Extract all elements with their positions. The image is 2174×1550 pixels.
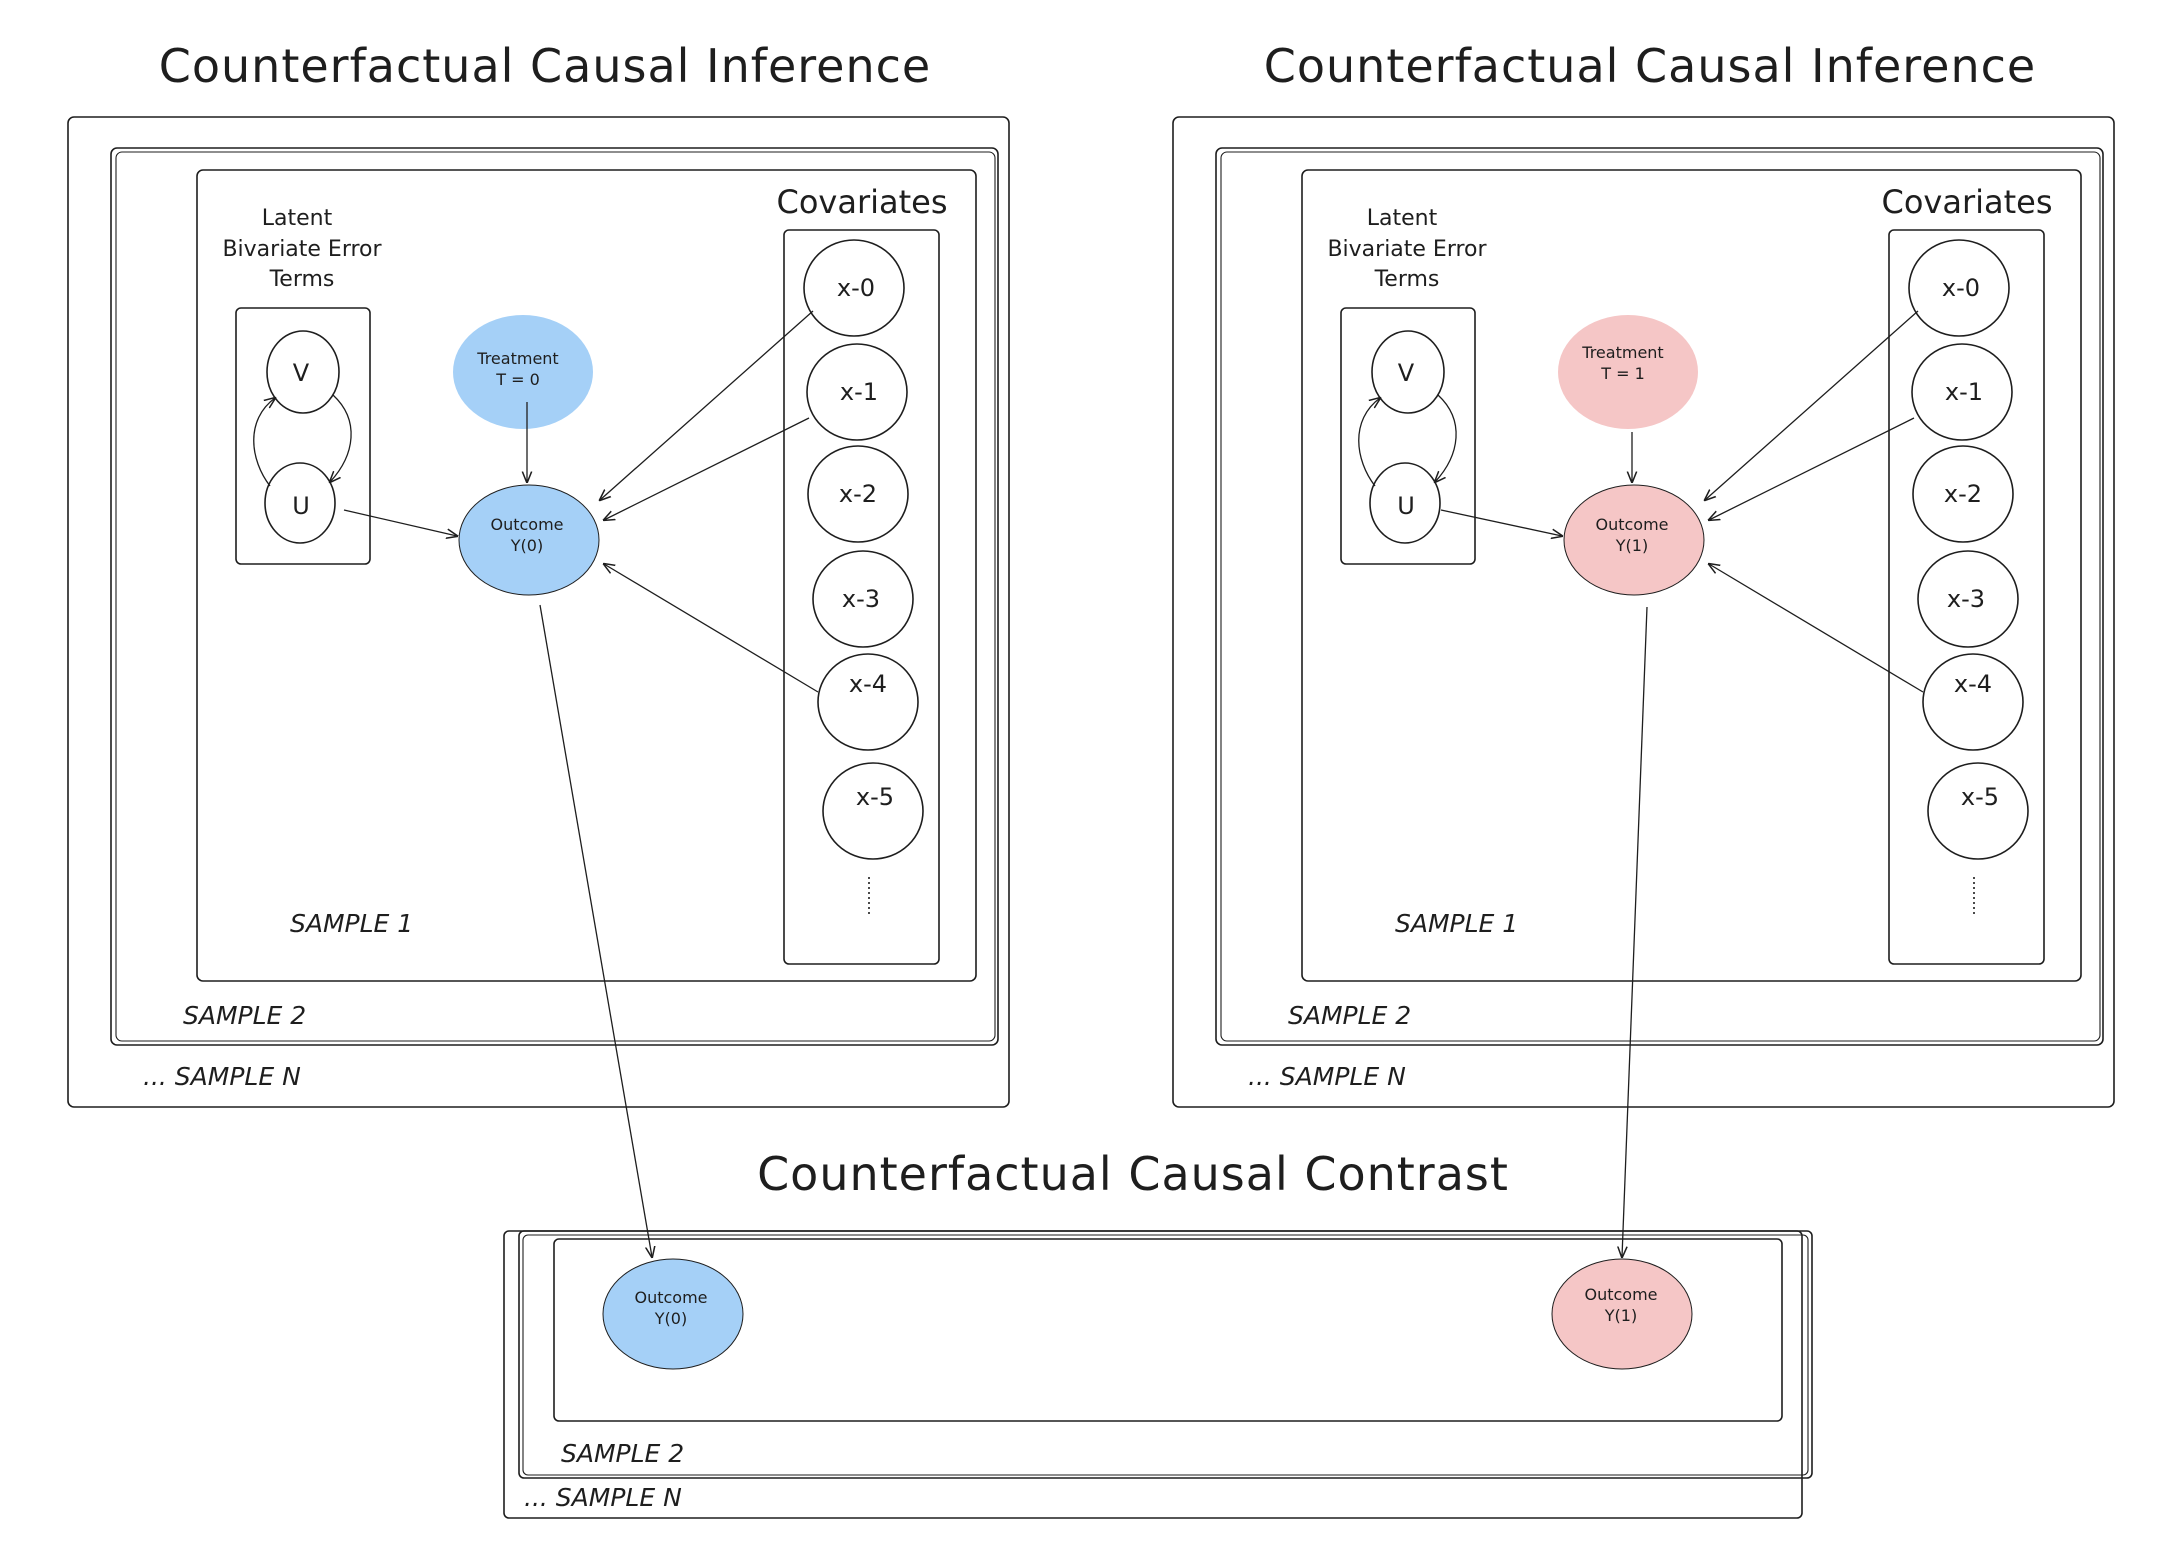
latent-label: Latent: [1367, 206, 1438, 231]
sample-n-frame: [1172, 116, 2115, 1108]
svg-text:x-1: x-1: [840, 378, 878, 406]
title-bottom: Counterfactual Causal Contrast: [757, 1147, 1509, 1201]
sample-1-label: SAMPLE 1: [1395, 909, 1518, 938]
svg-text:Outcome: Outcome: [634, 1288, 707, 1307]
arrow-v-u: [1435, 394, 1457, 482]
sample-2-frame: [110, 147, 999, 1046]
svg-text:Terms: Terms: [269, 267, 335, 292]
sample-2-label: SAMPLE 2: [1288, 1001, 1411, 1030]
contrast-inner-frame: [553, 1238, 1783, 1422]
covariate-x3: x-3: [1917, 550, 2019, 648]
sample-n-label: ... SAMPLE N: [1248, 1062, 1406, 1091]
sample-1-label: SAMPLE 1: [290, 909, 413, 938]
contrast-sample-2-label: SAMPLE 2: [561, 1439, 684, 1468]
arrow-v-u: [330, 394, 352, 482]
arrow-x0-outcome: [1705, 310, 1919, 500]
svg-text:Treatment: Treatment: [1581, 343, 1663, 362]
svg-text:Outcome: Outcome: [1584, 1285, 1657, 1304]
arrow-x4-outcome: [604, 564, 819, 693]
arrow-x4-outcome: [1709, 564, 1924, 693]
panel-right: Latent Bivariate Error Terms V U Treatme…: [1172, 116, 2115, 1108]
svg-text:x-2: x-2: [839, 480, 877, 508]
treatment-node: [453, 315, 593, 429]
arrow-y0-to-contrast: [539, 604, 652, 1257]
panel-left: Latent Bivariate Error Terms V U Treatme…: [67, 116, 1010, 1108]
title-right: Counterfactual Causal Inference: [1264, 39, 2036, 93]
sample-n-label: ... SAMPLE N: [143, 1062, 301, 1091]
svg-text:x-4: x-4: [1954, 670, 1992, 698]
svg-text:x-0: x-0: [837, 274, 875, 302]
svg-text:x-5: x-5: [1961, 783, 1999, 811]
svg-text:x-4: x-4: [849, 670, 887, 698]
node-u: [1369, 462, 1441, 544]
sample-n-frame: [67, 116, 1010, 1108]
arrow-x1-outcome: [604, 417, 810, 520]
sample-2-label: SAMPLE 2: [183, 1001, 306, 1030]
treatment-node: [1558, 315, 1698, 429]
svg-text:Y(0): Y(0): [654, 1309, 687, 1328]
sample-1-frame: [1301, 169, 2082, 982]
svg-text:x-0: x-0: [1942, 274, 1980, 302]
svg-text:V: V: [1398, 359, 1415, 387]
covariate-x2: x-2: [807, 445, 909, 543]
node-v: [266, 330, 340, 414]
title-left: Counterfactual Causal Inference: [159, 39, 931, 93]
contrast-outcome-y0: [602, 1258, 744, 1370]
latent-box: [1340, 307, 1476, 565]
arrow-x1-outcome: [1709, 417, 1915, 520]
svg-text:x-3: x-3: [1947, 585, 1985, 613]
contrast-sample-2-frame: [518, 1230, 1813, 1479]
svg-text:Y(1): Y(1): [1604, 1306, 1637, 1325]
svg-text:T = 1: T = 1: [1600, 364, 1645, 383]
sample-1-frame: [196, 169, 977, 982]
covariate-x2: x-2: [1912, 445, 2014, 543]
svg-text:Outcome: Outcome: [1595, 515, 1668, 534]
svg-text:Y(1): Y(1): [1615, 536, 1648, 555]
svg-text:T = 0: T = 0: [495, 370, 540, 389]
arrow-u-v: [1358, 398, 1380, 487]
latent-box: [235, 307, 371, 565]
outcome-node: [1563, 484, 1705, 596]
svg-text:x-1: x-1: [1945, 378, 1983, 406]
latent-label: Latent: [262, 206, 333, 231]
svg-text:Y(0): Y(0): [510, 536, 543, 555]
covariate-x1: x-1: [806, 343, 908, 441]
outcome-node: [458, 484, 600, 596]
covariate-x5: x-5: [822, 762, 924, 860]
arrow-y1-to-contrast: [1622, 606, 1648, 1257]
panel-contrast: Outcome Y(0) Outcome Y(1) SAMPLE 2 ... S…: [503, 1230, 1813, 1519]
svg-text:U: U: [1397, 492, 1415, 520]
arrow-u-v: [253, 398, 275, 487]
arrow-x0-outcome: [600, 310, 814, 500]
covariates-box: [1888, 229, 2045, 965]
covariates-box: [783, 229, 940, 965]
svg-text:Bivariate Error: Bivariate Error: [222, 237, 382, 262]
svg-text:U: U: [292, 492, 310, 520]
svg-text:Terms: Terms: [1374, 267, 1440, 292]
svg-text:x-2: x-2: [1944, 480, 1982, 508]
covariate-x0: x-0: [803, 239, 905, 337]
covariate-x3: x-3: [812, 550, 914, 648]
svg-text:Bivariate Error: Bivariate Error: [1327, 237, 1487, 262]
svg-text:x-5: x-5: [856, 783, 894, 811]
contrast-sample-n-label: ... SAMPLE N: [524, 1483, 682, 1512]
node-u: [264, 462, 336, 544]
covariate-x4: x-4: [817, 653, 919, 751]
covariates-label: Covariates: [776, 183, 947, 221]
covariate-x5: x-5: [1927, 762, 2029, 860]
sample-2-frame: [1215, 147, 2104, 1046]
covariate-x1: x-1: [1911, 343, 2013, 441]
svg-text:Outcome: Outcome: [490, 515, 563, 534]
svg-text:x-3: x-3: [842, 585, 880, 613]
covariate-x4: x-4: [1922, 653, 2024, 751]
contrast-outcome-y1: [1551, 1258, 1693, 1370]
covariates-label: Covariates: [1881, 183, 2052, 221]
svg-text:Treatment: Treatment: [476, 349, 558, 368]
arrow-u-outcome: [343, 509, 457, 536]
svg-text:V: V: [293, 359, 310, 387]
covariate-x0: x-0: [1908, 239, 2010, 337]
arrow-u-outcome: [1440, 509, 1562, 536]
node-v: [1371, 330, 1445, 414]
